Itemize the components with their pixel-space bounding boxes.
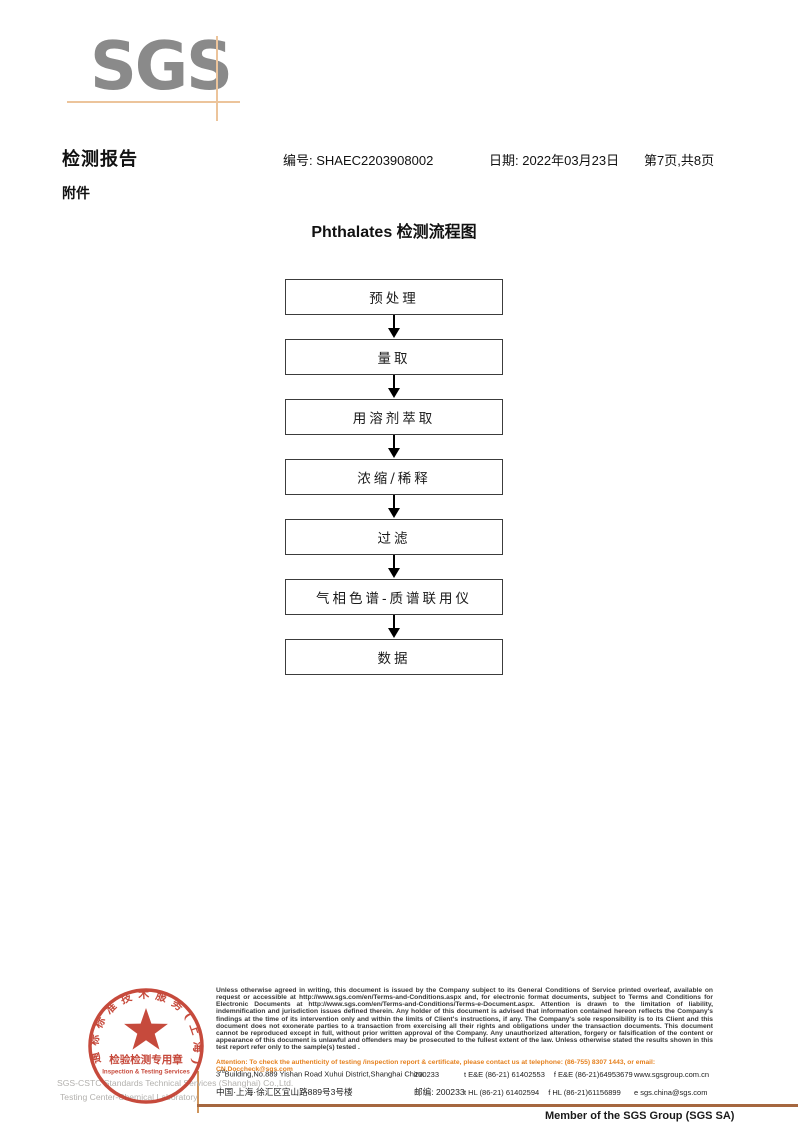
arrow-down-icon xyxy=(285,555,503,579)
report-number: 编号: SHAEC2203908002 xyxy=(283,153,434,168)
company-name-line1: SGS-CSTC Standards Technical Services (S… xyxy=(57,1078,294,1088)
fax-ee: f E&E (86-21)64953679 xyxy=(553,1069,633,1079)
address-block: 3rdBuilding,No.889 Yishan Road Xuhui Dis… xyxy=(216,1069,798,1103)
footer-divider-horizontal xyxy=(197,1104,798,1107)
email: e sgs.china@sgs.com xyxy=(634,1088,708,1097)
phone-fax-en: t E&E (86-21) 61402553 f E&E (86-21)6495… xyxy=(464,1070,634,1079)
report-title: 检测报告 xyxy=(62,149,138,169)
flowchart: 预处理量取用溶剂萃取浓缩/稀释过滤气相色谱-质谱联用仪数据 xyxy=(285,279,503,675)
tel-hl: t HL (86-21) 61402594 xyxy=(464,1088,540,1097)
flow-step-box: 过滤 xyxy=(285,519,503,555)
logo-vertical-line xyxy=(216,36,218,121)
phone-fax-hl: t HL (86-21) 61402594 f HL (86-21)611568… xyxy=(464,1088,634,1097)
attachment-label: 附件 xyxy=(62,185,90,201)
sgs-member-note: Member of the SGS Group (SGS SA) xyxy=(545,1110,735,1122)
flow-step-box: 气相色谱-质谱联用仪 xyxy=(285,579,503,615)
tel-ee: t E&E (86-21) 61402553 xyxy=(464,1069,545,1079)
flow-step-label: 数据 xyxy=(377,651,411,667)
arrow-down-icon xyxy=(285,315,503,339)
address-row-en: 3rdBuilding,No.889 Yishan Road Xuhui Dis… xyxy=(216,1069,798,1086)
arrow-down-icon xyxy=(285,615,503,639)
postal-code-en: 200233 xyxy=(414,1069,440,1079)
flowchart-title: Phthalates 检测流程图 xyxy=(311,224,477,241)
arrow-down-icon xyxy=(285,495,503,519)
postal-code-cn: 邮编: 200233 xyxy=(414,1087,465,1097)
address-row-cn: 中国·上海·徐汇区宜山路889号3号楼 邮编: 200233 t HL (86-… xyxy=(216,1086,798,1103)
arrow-down-icon xyxy=(285,375,503,399)
address-cn: 中国·上海·徐汇区宜山路889号3号楼 xyxy=(216,1087,353,1097)
flow-step-box: 预处理 xyxy=(285,279,503,315)
stamp-text-en: Inspection & Testing Services xyxy=(102,1069,190,1076)
address-en: 3rdBuilding,No.889 Yishan Road Xuhui Dis… xyxy=(216,1069,424,1079)
flow-step-box: 数据 xyxy=(285,639,503,675)
stamp-text-cn: 检验检测专用章 xyxy=(109,1053,183,1066)
company-name-line2: Testing Center-Chemical Laboratory xyxy=(60,1092,198,1102)
stamp-ring xyxy=(88,988,204,1104)
flow-step-label: 量取 xyxy=(377,351,411,367)
page-indicator: 第7页,共8页 xyxy=(644,153,715,168)
flow-step-box: 浓缩/稀释 xyxy=(285,459,503,495)
flow-step-box: 用溶剂萃取 xyxy=(285,399,503,435)
footer-divider-vertical xyxy=(197,1071,199,1113)
flow-step-label: 过滤 xyxy=(377,531,411,547)
attention-notice: Attention: To check the authenticity of … xyxy=(216,1059,656,1074)
flow-step-label: 气相色谱-质谱联用仪 xyxy=(315,591,473,607)
flow-step-label: 预处理 xyxy=(369,291,419,307)
inspection-stamp: 通标标准技术服务(上海)有限公司 检验检测专用章 Inspection & Te… xyxy=(84,984,205,1104)
legal-disclaimer: Unless otherwise agreed in writing, this… xyxy=(216,987,713,1052)
fax-hl: f HL (86-21)61156899 xyxy=(548,1088,621,1097)
flow-step-label: 用溶剂萃取 xyxy=(352,411,436,427)
arrow-down-icon xyxy=(285,435,503,459)
report-date: 日期: 2022年03月23日 xyxy=(489,153,620,168)
sgs-logo: SGS xyxy=(90,26,233,106)
flow-step-label: 浓缩/稀释 xyxy=(357,471,431,487)
star-icon xyxy=(124,1008,168,1050)
logo-horizontal-line xyxy=(67,101,240,103)
website: www.sgsgroup.com.cn xyxy=(634,1069,710,1079)
flow-step-box: 量取 xyxy=(285,339,503,375)
